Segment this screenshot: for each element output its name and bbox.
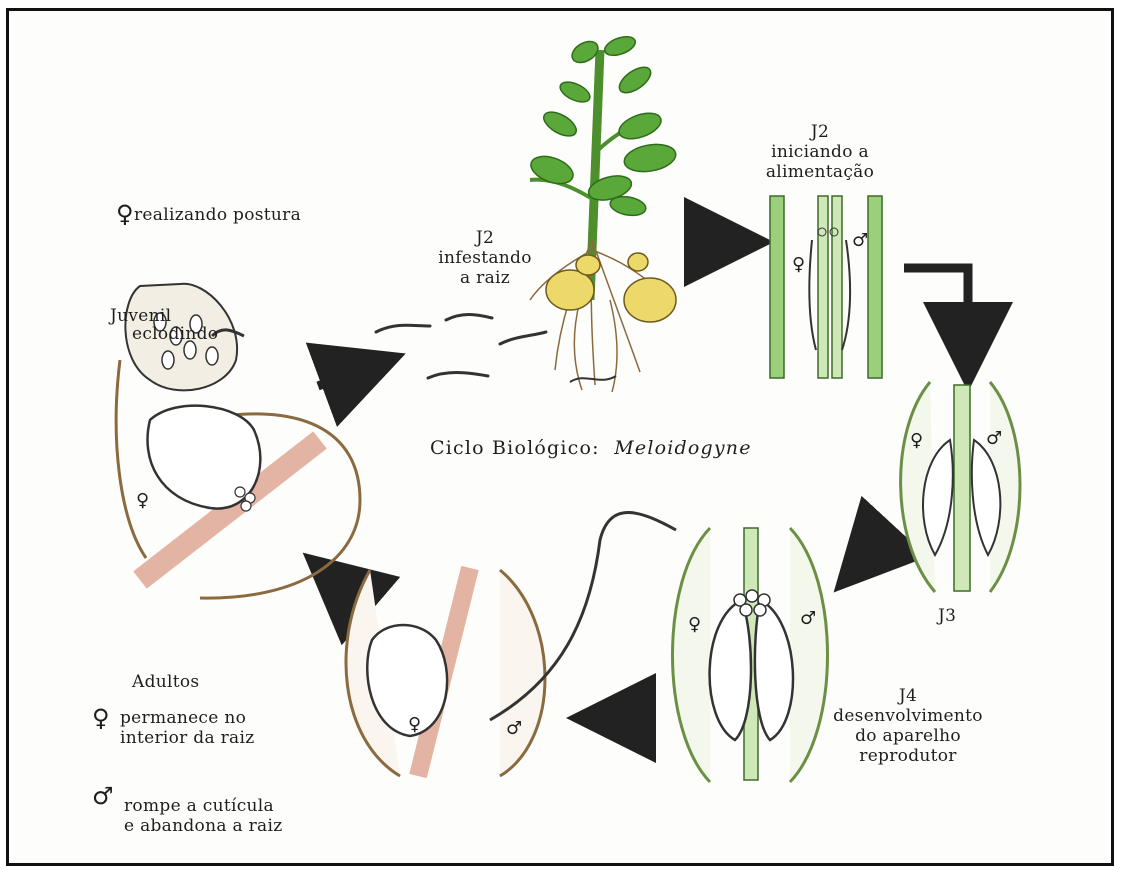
arrow-to-j4 — [858, 540, 882, 566]
label-j4-development: desenvolvimento — [818, 706, 998, 726]
label-j2-feeding-noun: alimentação — [760, 162, 880, 182]
label-female-laying: realizando postura — [134, 205, 301, 225]
label-j4-apparatus: do aparelho — [818, 726, 998, 746]
label-adult-female-line1: permanece no — [120, 708, 246, 728]
label-adult-male-line1: rompe a cutícula — [124, 796, 274, 816]
label-j2-infesting-verb: infestando — [430, 248, 540, 268]
label-j2-feeding-stage: J2 — [760, 122, 880, 142]
label-adults-heading: Adultos — [132, 672, 199, 692]
j3-panel — [901, 382, 1020, 592]
male-symbol-adult: ♂ — [506, 720, 522, 738]
j2-worms — [376, 315, 546, 379]
female-symbol-j4: ♀ — [688, 616, 701, 634]
label-j4-reproductive: reprodutor — [818, 746, 998, 766]
j4-panel — [673, 528, 828, 782]
label-j3: J3 — [938, 606, 956, 626]
male-symbol-j3: ♂ — [986, 430, 1002, 448]
label-adult-male-line2: e abandona a raiz — [124, 816, 282, 836]
j2-feeding-panel — [770, 196, 882, 378]
label-j2-feeding-verb: iniciando a — [760, 142, 880, 162]
female-symbol-laying: ♀ — [116, 202, 134, 226]
label-j2-infesting-stage: J2 — [430, 228, 540, 248]
arrow-to-j3 — [904, 268, 968, 356]
female-symbol-legend: ♀ — [92, 706, 110, 730]
male-symbol-j2: ♂ — [852, 232, 868, 250]
female-symbol-j3: ♀ — [910, 432, 923, 450]
arrow-to-j2-infesting — [318, 366, 372, 386]
female-symbol-egg-laying: ♀ — [136, 492, 149, 510]
label-juvenile: Juvenil — [110, 306, 171, 326]
female-symbol-j2: ♀ — [792, 256, 805, 274]
label-adult-female-line2: interior da raiz — [120, 728, 254, 748]
title-prefix: Ciclo Biológico: — [430, 437, 600, 459]
label-j4-stage: J4 — [818, 686, 998, 706]
title-genus: Meloidogyne — [614, 437, 751, 459]
female-symbol-adult: ♀ — [408, 716, 421, 734]
male-symbol-j4: ♂ — [800, 610, 816, 628]
label-j2-infesting-root: a raiz — [430, 268, 540, 288]
label-hatching: eclodindo — [132, 324, 218, 344]
male-symbol-legend: ♂ — [92, 784, 114, 808]
diagram-title: Ciclo Biológico: Meloidogyne — [430, 438, 752, 458]
plant-illustration — [527, 33, 678, 392]
